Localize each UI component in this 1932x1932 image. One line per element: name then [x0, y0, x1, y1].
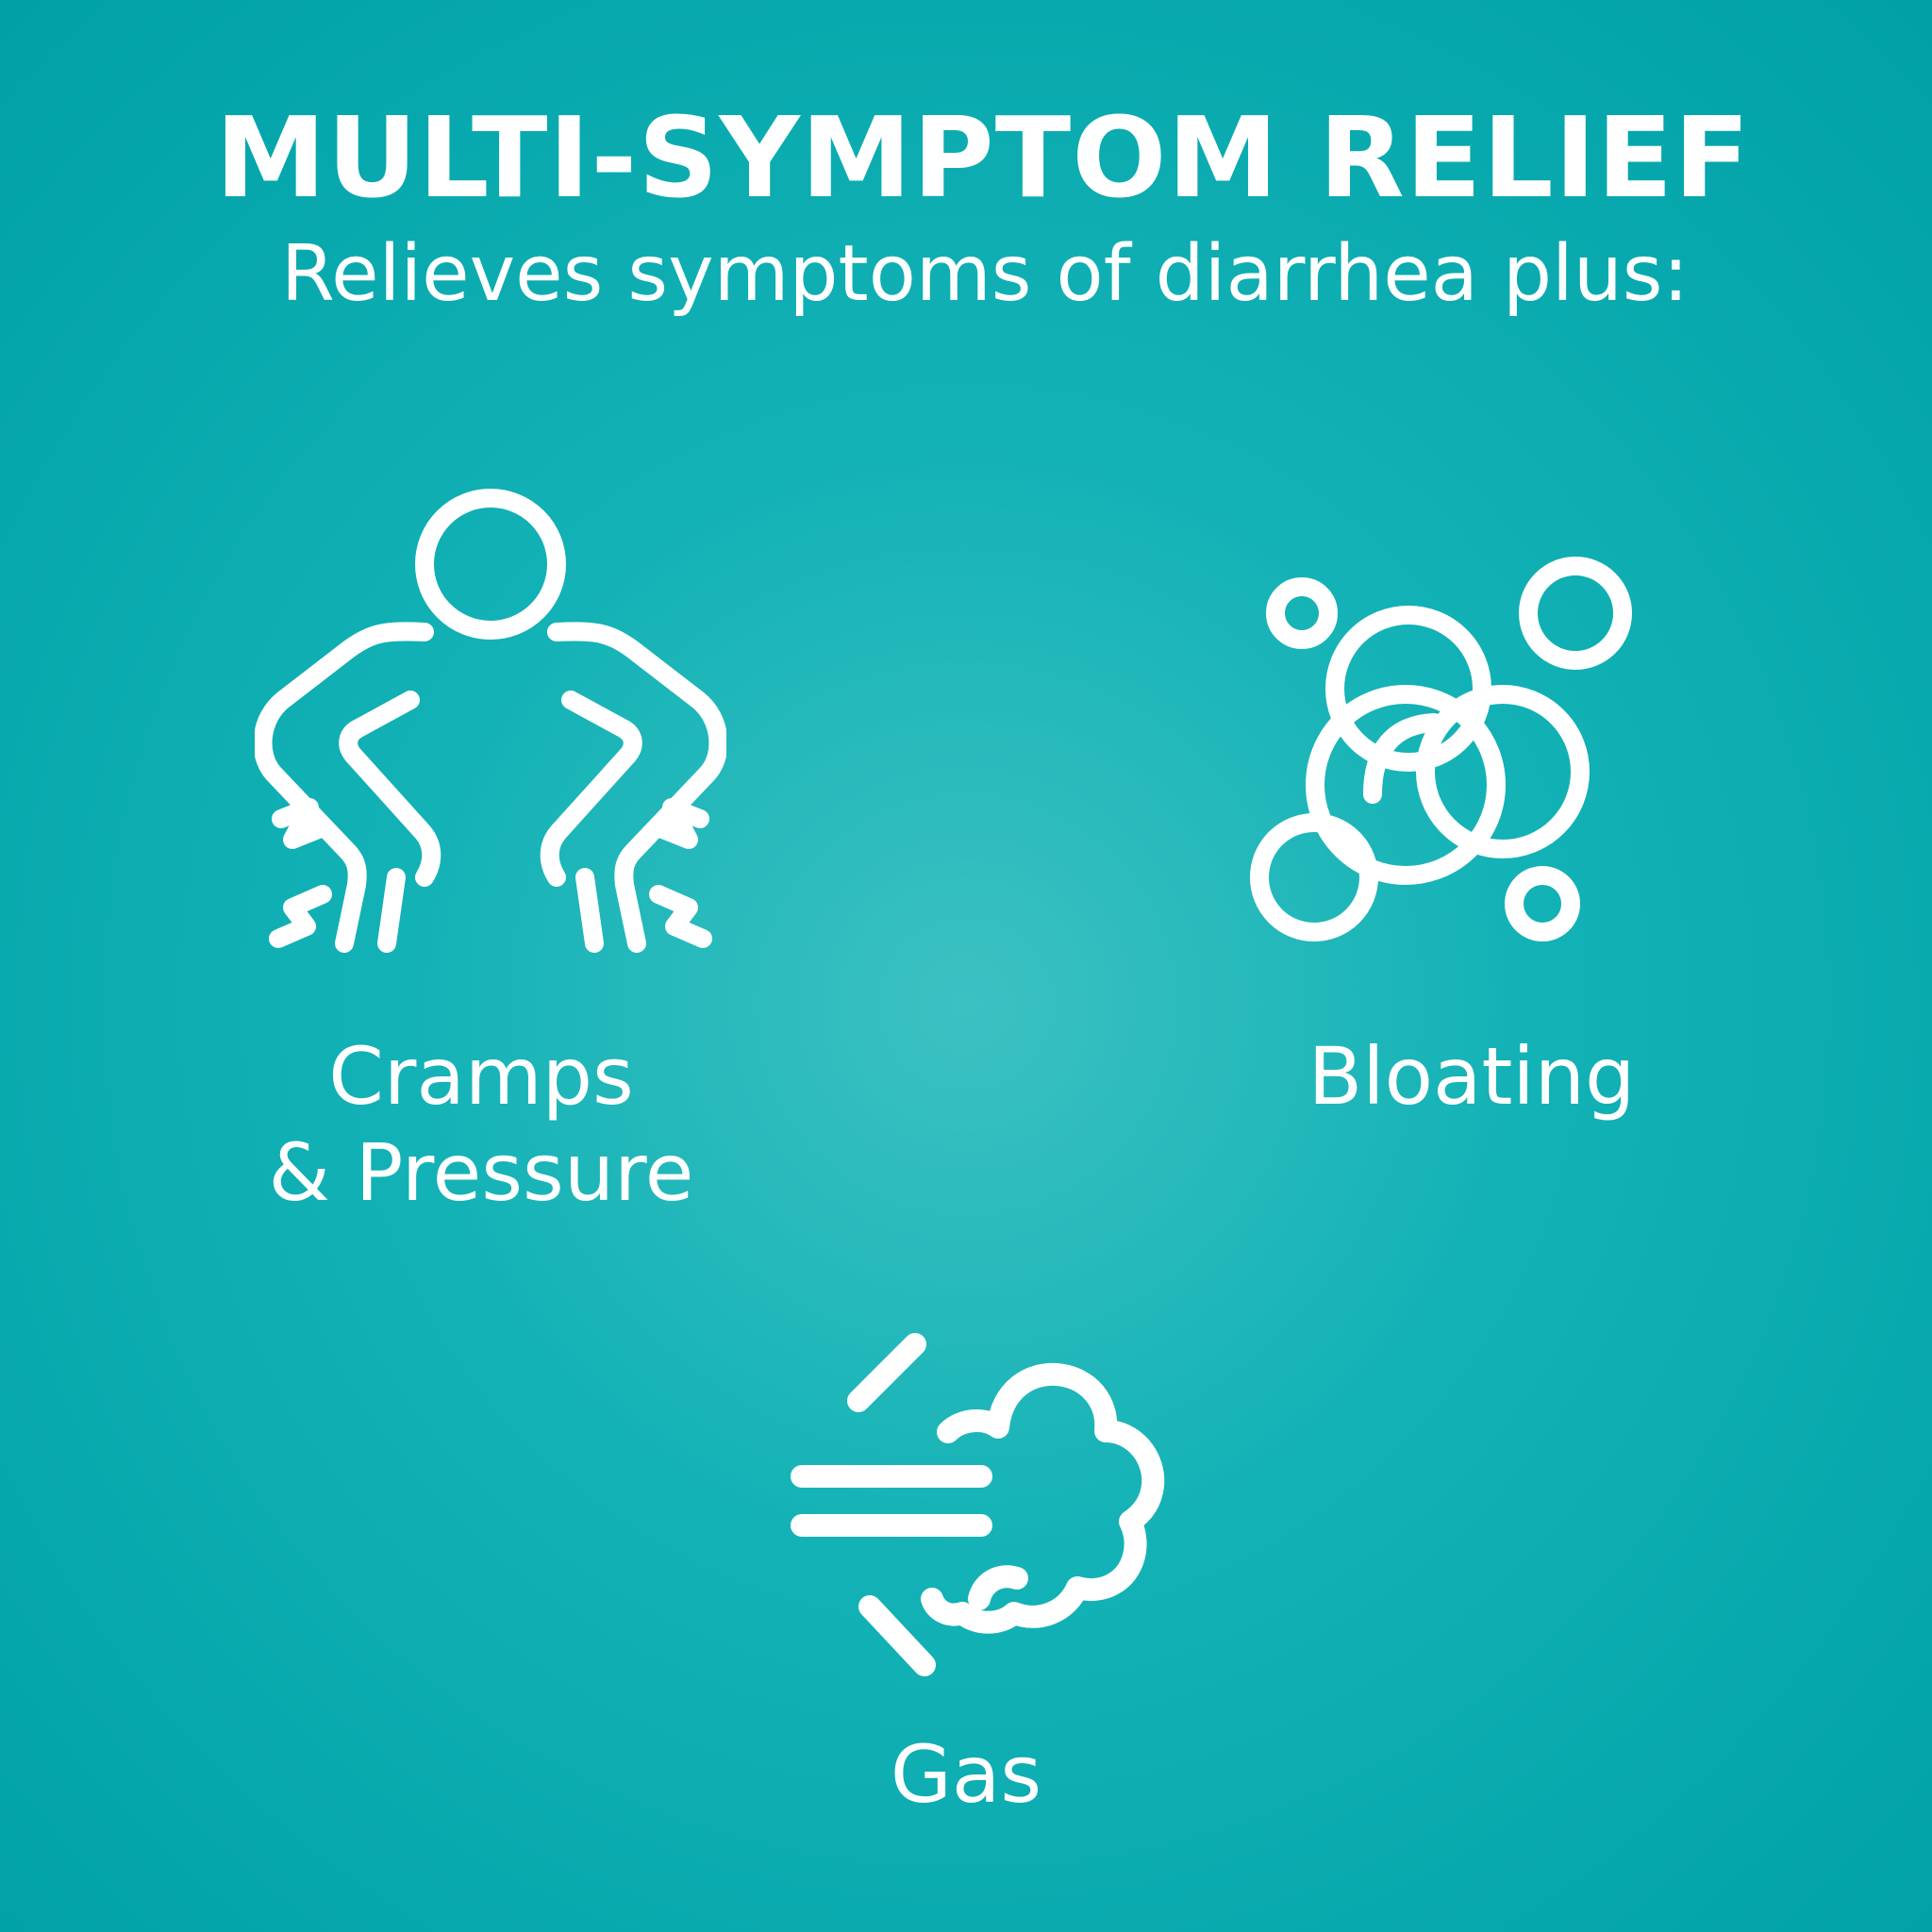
headline: MULTI-SYMPTOM RELIEF: [215, 92, 1751, 223]
subheadline: Relieves symptoms of diarrhea plus:: [280, 229, 1690, 319]
person-cramps-icon: [255, 481, 726, 962]
bloating-label: Bloating: [1307, 1030, 1636, 1123]
bubbles-icon: [1241, 557, 1646, 962]
cramps-label-line2: & Pressure: [268, 1126, 694, 1219]
cramps-label: Cramps & Pressure: [189, 1028, 774, 1221]
gas-label: Gas: [890, 1728, 1042, 1821]
cramps-label-line1: Cramps: [328, 1030, 634, 1123]
gas-cloud-icon: [783, 1325, 1179, 1684]
